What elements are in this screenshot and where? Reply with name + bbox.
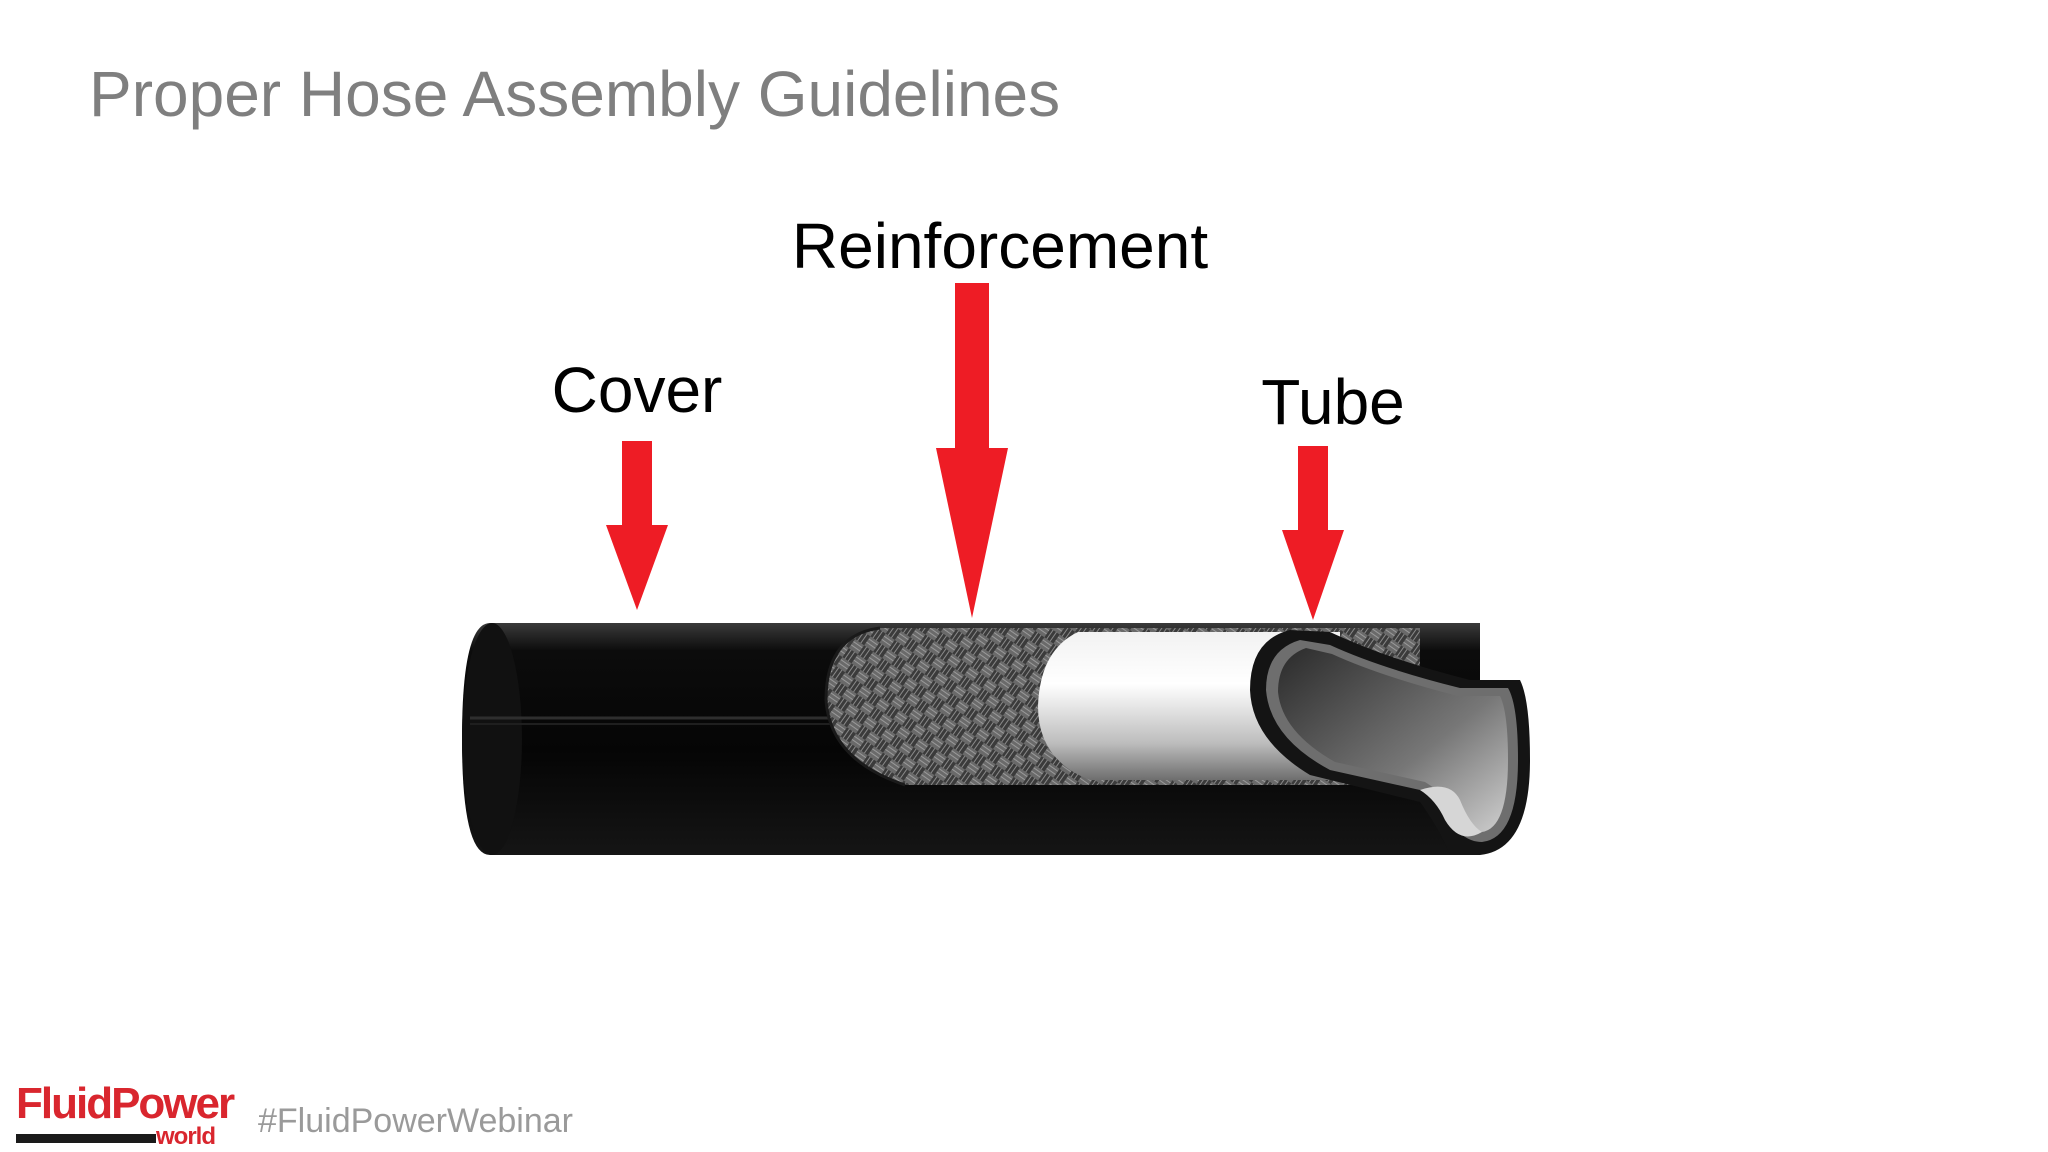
reinforcement-label: Reinforcement — [792, 210, 1208, 282]
tube-arrow — [1282, 446, 1344, 620]
cover-arrow — [606, 441, 668, 610]
logo-bar — [16, 1134, 156, 1143]
hose-cut-end — [1250, 630, 1530, 855]
reinforcement-arrow — [936, 283, 1008, 618]
cover-label: Cover — [552, 354, 723, 426]
logo-subtext: world — [156, 1123, 216, 1150]
logo-wordmark: FluidPower — [16, 1079, 235, 1128]
webinar-hashtag: #FluidPowerWebinar — [258, 1102, 573, 1140]
tube-label: Tube — [1261, 366, 1405, 438]
fluidpower-logo: FluidPower world — [16, 1082, 236, 1152]
slide-title: Proper Hose Assembly Guidelines — [89, 58, 1061, 130]
